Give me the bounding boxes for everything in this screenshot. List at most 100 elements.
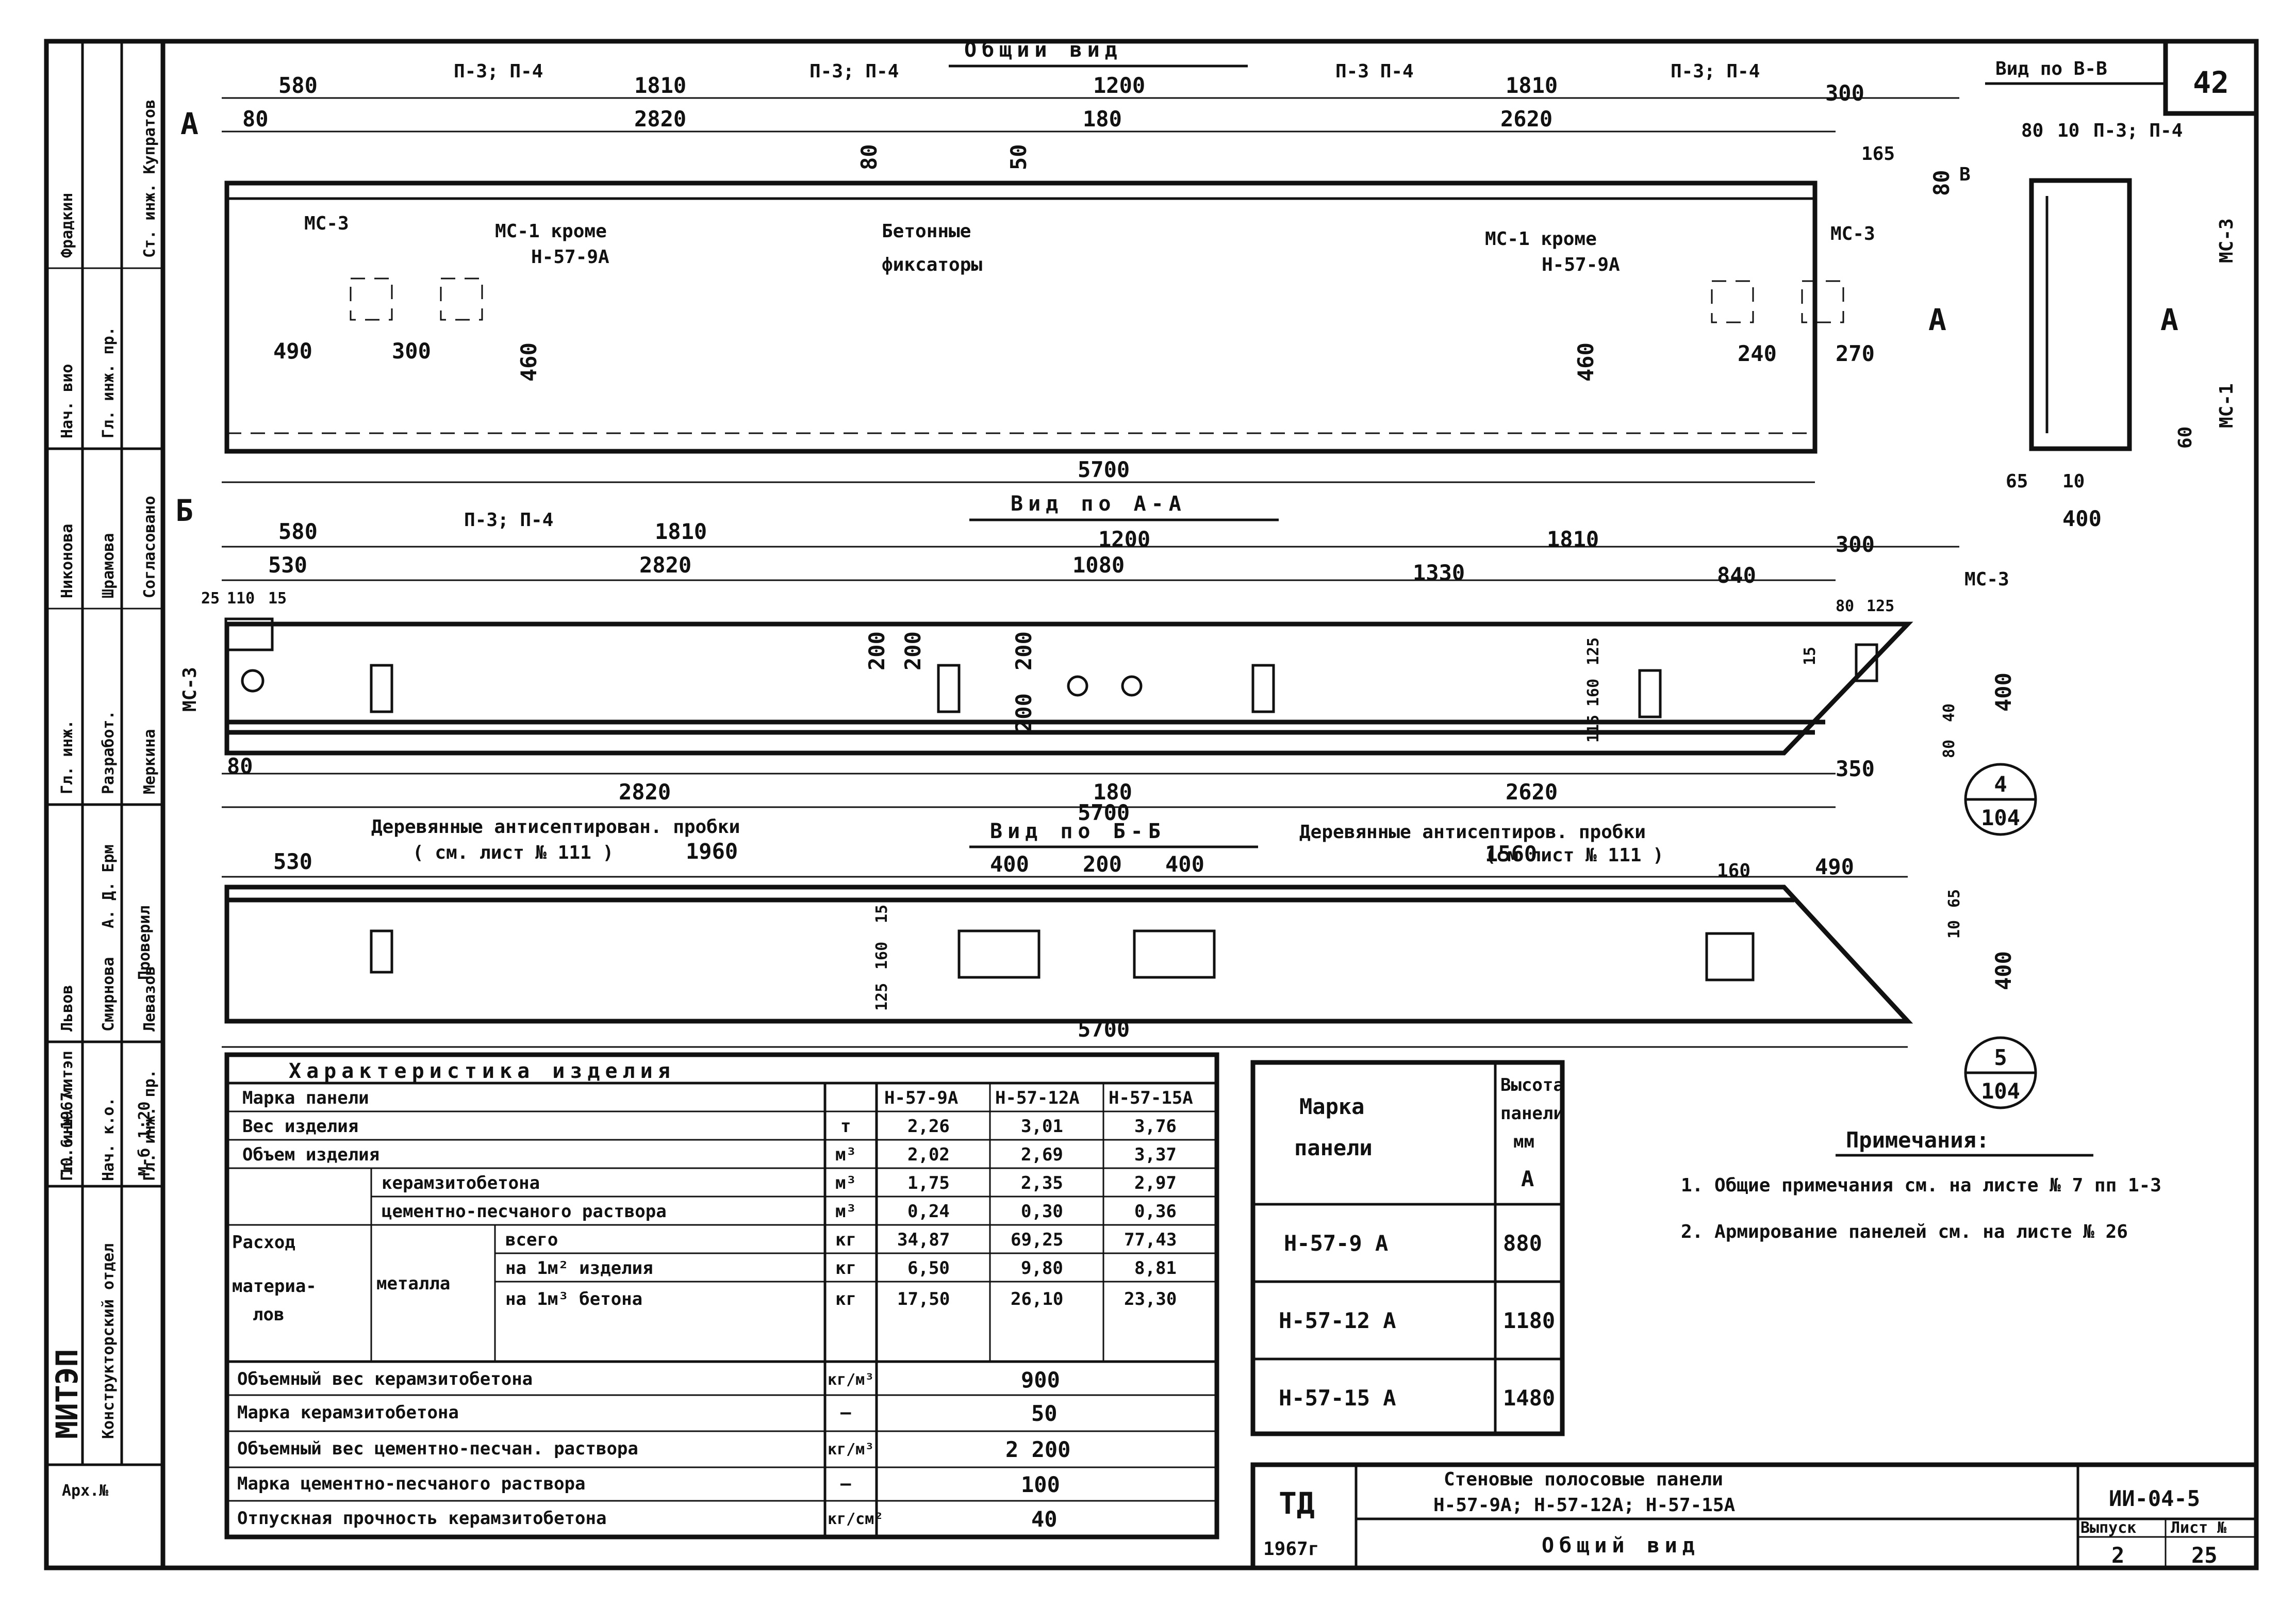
- callout-5-num: 5: [1994, 1045, 2007, 1070]
- notes: Примечания: 1. Общие примечания см. на л…: [1681, 1127, 2161, 1242]
- aa-small-14: 40: [1940, 703, 1958, 722]
- stamp-cell-12: Львов: [58, 985, 76, 1031]
- gen-mc1-right: МС-1 кроме: [1485, 228, 1597, 250]
- char-x2-label: на 1м³ бетона: [505, 1289, 642, 1309]
- characteristics-table: Характеристика изделия Марка панели Н-57…: [224, 1052, 1219, 1540]
- bb-small-3: 125: [873, 983, 891, 1011]
- bb-top-6: 1560: [1485, 841, 1537, 866]
- tb-name3: Общий вид: [1542, 1534, 1700, 1558]
- aa-bottom-2: 2820: [619, 779, 671, 805]
- char-x2-v1: 26,10: [1011, 1289, 1063, 1309]
- vv-l4: МС-3: [2216, 218, 2237, 263]
- stamp-scale: М-б 1:20: [136, 1102, 154, 1176]
- bb-small-1: 15: [873, 905, 891, 923]
- bb-plug-right: Деревянные антисептиров. пробки: [1299, 822, 1646, 843]
- stamp-cell-18: Гл. инж. пр.: [141, 1069, 159, 1181]
- char-s2-v: 2 200: [1005, 1437, 1070, 1462]
- tb-issue-label: Выпуск: [2080, 1519, 2136, 1537]
- char-group-3: лов: [253, 1304, 284, 1325]
- char-m0-v0: 1,75: [907, 1173, 950, 1193]
- callout-4: 4 104: [1964, 763, 2037, 836]
- aa-bottom-3: 180: [1093, 779, 1132, 805]
- tb-sheet-no: 25: [2191, 1543, 2218, 1568]
- gen-fixators: Бетонные: [882, 221, 971, 242]
- heights-r1-mark: Н-57-12 А: [1279, 1308, 1396, 1333]
- gen-ref-4: П-3; П-4: [1671, 61, 1760, 82]
- heights-r0-h: 880: [1503, 1231, 1542, 1256]
- char-col-2: Н-57-12А: [995, 1088, 1080, 1108]
- gen-dim-2-2: 180: [1083, 106, 1122, 132]
- char-x2-v0: 17,50: [897, 1289, 950, 1309]
- gen-mc1-left-sub: Н-57-9А: [531, 247, 609, 268]
- char-s1-v: 50: [1031, 1401, 1058, 1426]
- char-x0-label: всего: [505, 1230, 558, 1250]
- stamp-cell-6: Никонова: [58, 524, 76, 599]
- stamp-cell-15: Левазов: [141, 967, 159, 1031]
- char-m1-v2: 0,36: [1134, 1201, 1177, 1222]
- vv-l7: 60: [2175, 427, 2196, 449]
- heights-r1-h: 1180: [1503, 1308, 1555, 1333]
- gen-mc1-right-sub: Н-57-9А: [1542, 254, 1620, 275]
- stamp-cell-13: Смирнова: [100, 957, 118, 1032]
- stamp-cell-4: Ст. инж. Купратов: [141, 100, 159, 258]
- heights-r2-mark: Н-57-15 А: [1279, 1385, 1396, 1411]
- bb-top-5: 400: [1165, 852, 1204, 877]
- stamp-org: МИТЭП: [49, 1349, 85, 1439]
- char-m0-v2: 2,97: [1134, 1173, 1177, 1193]
- title-block: ТД 1967г Стеновые полосовые панели Н-57-…: [1250, 1462, 2259, 1570]
- heights-h2: Высота: [1500, 1075, 1564, 1095]
- char-x0-unit: кг: [835, 1230, 856, 1250]
- char-s4-label: Отпускная прочность керамзитобетона: [237, 1508, 606, 1529]
- stamp-cell-16: Гл. инж. митэп: [58, 1051, 76, 1181]
- aa-small-5: 200: [900, 631, 926, 670]
- view-vv-title: Вид по В-В: [1995, 58, 2107, 79]
- aa-bottom-5: 350: [1836, 756, 1875, 781]
- aa-small-10: 15: [1801, 647, 1819, 665]
- notes-title: Примечания:: [1846, 1127, 1989, 1153]
- aa-small-7: 200: [1011, 693, 1036, 732]
- gen-fixators-sub: фиксаторы: [882, 254, 982, 275]
- notes-item-1: 1. Общие примечания см. на листе № 7 пп …: [1681, 1175, 2161, 1196]
- gen-mc1-left: МС-1 кроме: [495, 221, 607, 242]
- aa-small-9: 125: [1866, 597, 1894, 615]
- char-col-1: Н-57-9А: [884, 1088, 958, 1108]
- view-aa: Вид по А-А 580 1810 1200 1810 300 530 28…: [179, 492, 2016, 825]
- gen-inner-5: 240: [1738, 341, 1777, 366]
- vv-l10: 400: [2062, 506, 2102, 531]
- heights-r2-h: 1480: [1503, 1385, 1555, 1411]
- stamp-cell-10: Разработ.: [100, 710, 118, 794]
- general-view-title: Общий вид: [964, 38, 1122, 62]
- char-x1-v0: 6,50: [907, 1258, 950, 1279]
- tb-sheet-label: Лист №: [2171, 1519, 2227, 1537]
- side-stamp: МИТЭП Конструкторский отдел 10.6.1967г М…: [44, 39, 166, 1570]
- gen-inner-2: 300: [392, 338, 431, 364]
- char-s0-label: Объемный вес керамзитобетона: [237, 1369, 533, 1389]
- char-s0-unit: кг/м³: [828, 1371, 874, 1389]
- char-x1-v2: 8,81: [1134, 1258, 1177, 1279]
- stamp-cell-8: Меркина: [141, 729, 159, 794]
- gen-dim-2-3: 2620: [1500, 106, 1552, 132]
- bb-plug-left-sub: ( см. лист № 111 ): [412, 842, 614, 863]
- bb-top-1: 530: [273, 849, 312, 874]
- vv-l1: 80: [2021, 120, 2043, 141]
- heights-h1b: панели: [1294, 1135, 1373, 1160]
- bb-total: 5700: [1078, 1017, 1130, 1042]
- general-view: Общий вид 580 1810 1200 1810 300 2820 18…: [175, 38, 1971, 528]
- view-bb-title: Вид по Б-Б: [990, 820, 1166, 843]
- bb-small-2: 160: [873, 942, 891, 970]
- sheet-number-box: [2163, 39, 2259, 116]
- gen-mark-b: В: [1959, 164, 1971, 185]
- aa-dim-2-3: 1080: [1072, 552, 1125, 578]
- aa-bottom-4: 2620: [1506, 779, 1558, 805]
- aa-dim-top-1: 580: [278, 519, 318, 544]
- char-x1-v1: 9,80: [1021, 1258, 1063, 1279]
- char-x0-v0: 34,87: [897, 1230, 950, 1250]
- tb-year: 1967г: [1263, 1538, 1319, 1560]
- stamp-cell-9: Гл. инж.: [58, 720, 76, 795]
- gen-ref-1: П-3; П-4: [454, 61, 543, 82]
- gen-small-5: 80: [1929, 170, 1954, 196]
- char-metal-label: металла: [376, 1273, 450, 1294]
- bb-small-5: 10: [1945, 920, 1963, 939]
- aa-small-6: 200: [1011, 631, 1036, 670]
